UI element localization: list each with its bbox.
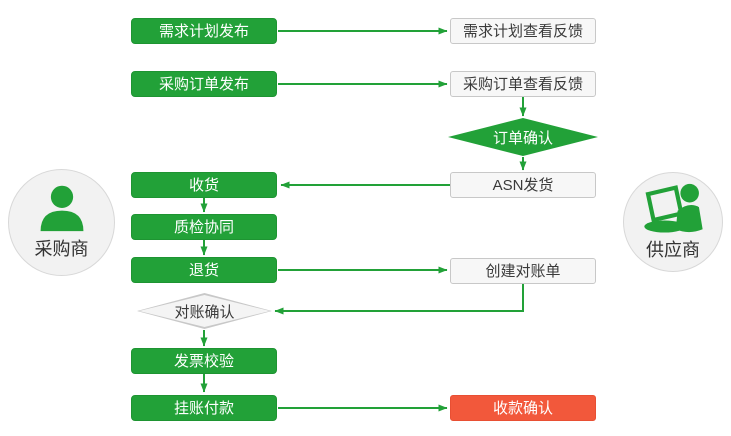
node-payment-on-account: 挂账付款 [131,395,277,421]
node-po-feedback: 采购订单查看反馈 [450,71,596,97]
node-invoice-verify: 发票校验 [131,348,277,374]
node-demand-plan-publish: 需求计划发布 [131,18,277,44]
node-quality-collab: 质检协同 [131,214,277,240]
node-receive-goods: 收货 [131,172,277,198]
order-confirm-label: 订单确认 [492,129,553,147]
supplier-label: 供应商 [646,239,700,260]
node-create-statement: 创建对账单 [450,258,596,284]
node-payment-confirm: 收款确认 [450,395,596,421]
supplier-actor: 供应商 [623,172,723,272]
node-return-goods: 退货 [131,257,277,283]
node-demand-plan-feedback: 需求计划查看反馈 [450,18,596,44]
connector-statement-to-confirm [274,284,524,315]
node-asn-ship: ASN发货 [450,172,596,198]
buyer-actor: 采购商 [8,169,115,276]
statement-confirm-label: 对账确认 [174,303,235,321]
person-laptop-icon [644,183,703,233]
buyer-label: 采购商 [34,239,89,259]
node-po-publish: 采购订单发布 [131,71,277,97]
person-icon [40,185,83,232]
